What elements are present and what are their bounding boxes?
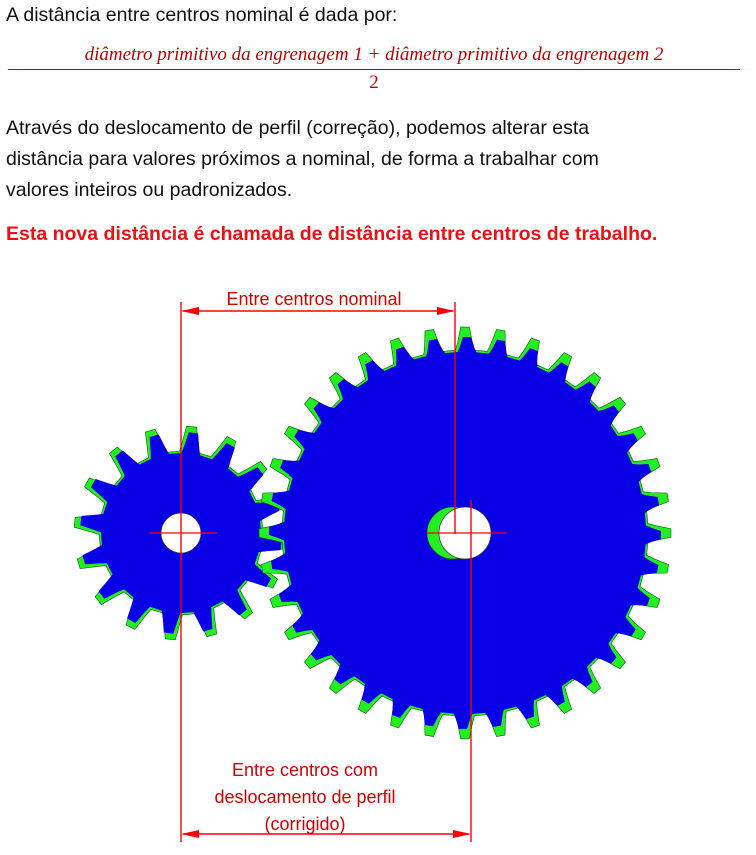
arrow-head	[181, 830, 199, 838]
paragraph-line: valores inteiros ou padronizados.	[6, 179, 293, 201]
formula-denominator: 2	[369, 72, 379, 93]
formula: diâmetro primitivo da engrenagem 1 + diâ…	[8, 44, 740, 94]
highlight-text: Esta nova distância é chamada de distânc…	[6, 223, 658, 245]
formula-numerator: diâmetro primitivo da engrenagem 1 + diâ…	[84, 44, 664, 65]
intro-text: A distância entre centros nominal é dada…	[6, 4, 398, 26]
paragraph-line: distância para valores próximos a nomina…	[6, 148, 599, 170]
paragraph: Através do deslocamento de perfil (corre…	[6, 113, 746, 206]
arrow-head	[437, 307, 455, 315]
label-corrected-line-3: (corrigido)	[264, 814, 345, 834]
arrow-head	[453, 830, 471, 838]
fraction-bar	[8, 69, 740, 70]
dimension-lines	[180, 302, 472, 842]
label-corrected-line-1: Entre centros com	[232, 760, 378, 780]
large-gear	[258, 326, 672, 740]
paragraph-line: Através do deslocamento de perfil (corre…	[6, 117, 590, 139]
label-corrected-line-2: deslocamento de perfil	[214, 787, 395, 807]
label-nominal: Entre centros nominal	[226, 289, 401, 309]
arrow-head	[181, 307, 199, 315]
